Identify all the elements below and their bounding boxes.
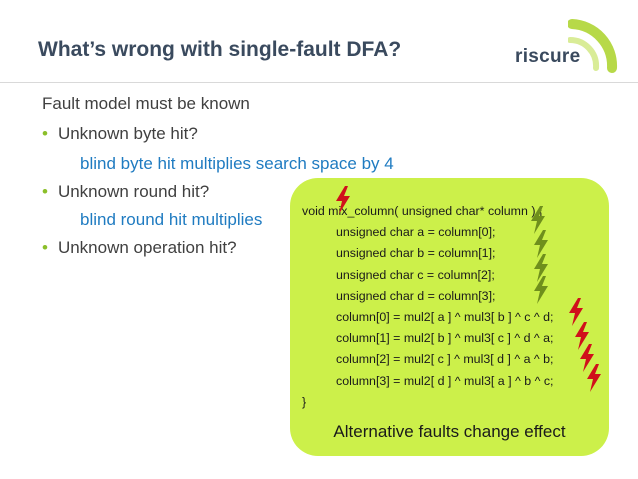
- lightning-bolt-red-icon: [569, 298, 583, 326]
- bullet-dot: •: [42, 182, 48, 201]
- title-divider: [0, 82, 638, 83]
- code-listing: void mix_column( unsigned char* column )…: [302, 201, 554, 413]
- sub-bullet: blind round hit multiplies: [80, 210, 263, 229]
- bullet-item: • Unknown byte hit?: [42, 124, 198, 144]
- code-line: unsigned char b = column[1];: [336, 246, 496, 261]
- lightning-bolt-green-icon: [534, 254, 548, 282]
- bullet-dot: •: [42, 238, 48, 257]
- bullet-item: • Unknown operation hit?: [42, 238, 237, 258]
- bullet-item: • Unknown round hit?: [42, 182, 209, 202]
- fault-model-heading: Fault model must be known: [42, 94, 250, 113]
- bullet-text: Unknown operation hit?: [57, 238, 237, 257]
- lightning-bolt-red-icon: [580, 344, 594, 372]
- lightning-bolt-green-icon: [534, 230, 548, 258]
- code-callout-box: void mix_column( unsigned char* column )…: [290, 178, 609, 456]
- bullet-text: Unknown byte hit?: [57, 124, 198, 143]
- code-line: }: [302, 394, 307, 409]
- lightning-bolt-red-icon: [587, 364, 601, 392]
- code-line: unsigned char d = column[3];: [336, 288, 496, 303]
- sub-bullet: blind byte hit multiplies search space b…: [80, 154, 394, 173]
- lightning-bolt-green-icon: [531, 206, 545, 234]
- code-line: column[0] = mul2[ a ] ^ mul3[ b ] ^ c ^ …: [336, 310, 554, 325]
- code-caption: Alternative faults change effect: [333, 422, 566, 441]
- lightning-bolt-red-icon: [575, 322, 589, 350]
- code-line: unsigned char c = column[2];: [336, 267, 495, 282]
- code-line: column[1] = mul2[ b ] ^ mul3[ c ] ^ d ^ …: [336, 331, 554, 346]
- code-line: column[3] = mul2[ d ] ^ mul3[ a ] ^ b ^ …: [336, 373, 554, 388]
- slide-title: What’s wrong with single-fault DFA?: [38, 38, 402, 61]
- code-line: void mix_column( unsigned char* column )…: [302, 204, 544, 218]
- riscure-logo-arc-icon: [568, 19, 618, 73]
- bullet-dot: •: [42, 124, 48, 143]
- lightning-bolt-green-icon: [534, 276, 548, 304]
- riscure-logo: riscure: [515, 46, 581, 67]
- code-line: unsigned char a = column[0];: [336, 225, 496, 240]
- bullet-text: Unknown round hit?: [57, 182, 210, 201]
- code-line: column[2] = mul2[ c ] ^ mul3[ d ] ^ a ^ …: [336, 352, 554, 367]
- lightning-bolt-red-icon: [336, 186, 350, 214]
